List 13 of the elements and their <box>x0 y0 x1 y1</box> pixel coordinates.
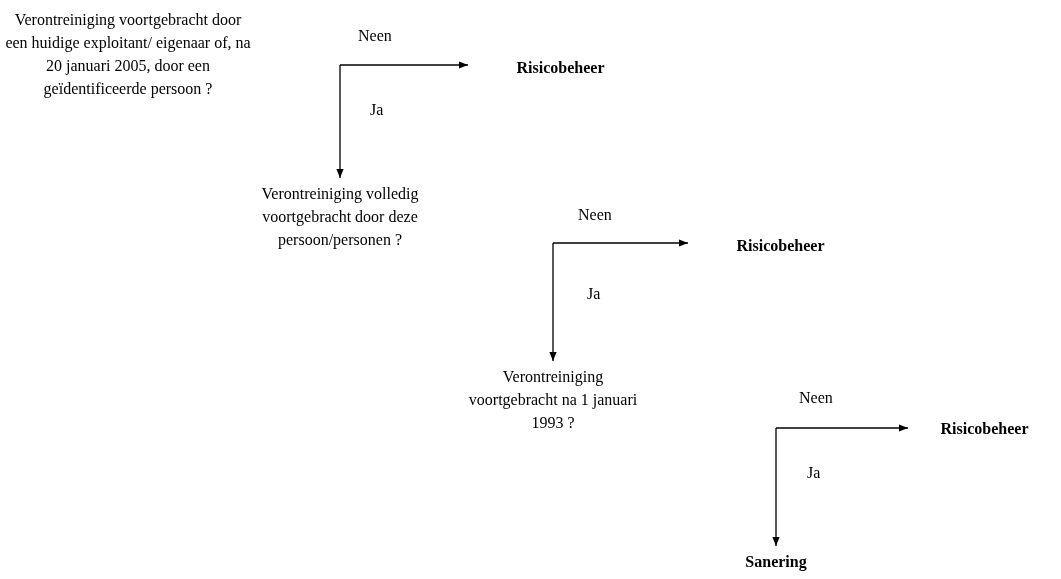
arrow <box>339 61 469 69</box>
arrow <box>772 427 780 547</box>
question-text: Verontreiniging voortgebracht na 1 januari 1993 ? <box>468 365 638 434</box>
outcome-text: Risicobeheer <box>908 417 1061 440</box>
outcome-text: Risicobeheer <box>468 56 653 79</box>
arrow <box>336 64 344 179</box>
outcome-text: Sanering <box>716 550 836 573</box>
outcome-text: Risicobeheer <box>688 234 873 257</box>
question-text: Verontreiniging volledig voortgebracht door deze persoon/personen ? <box>222 182 458 251</box>
arrow <box>549 242 557 362</box>
arrow <box>775 424 909 432</box>
arrow <box>552 239 689 247</box>
question-text: Verontreiniging voortgebracht door een huidige exploitant/ eigenaar of, na 20 januari 2005, door een geïdentificeerde persoon ? <box>3 8 253 100</box>
